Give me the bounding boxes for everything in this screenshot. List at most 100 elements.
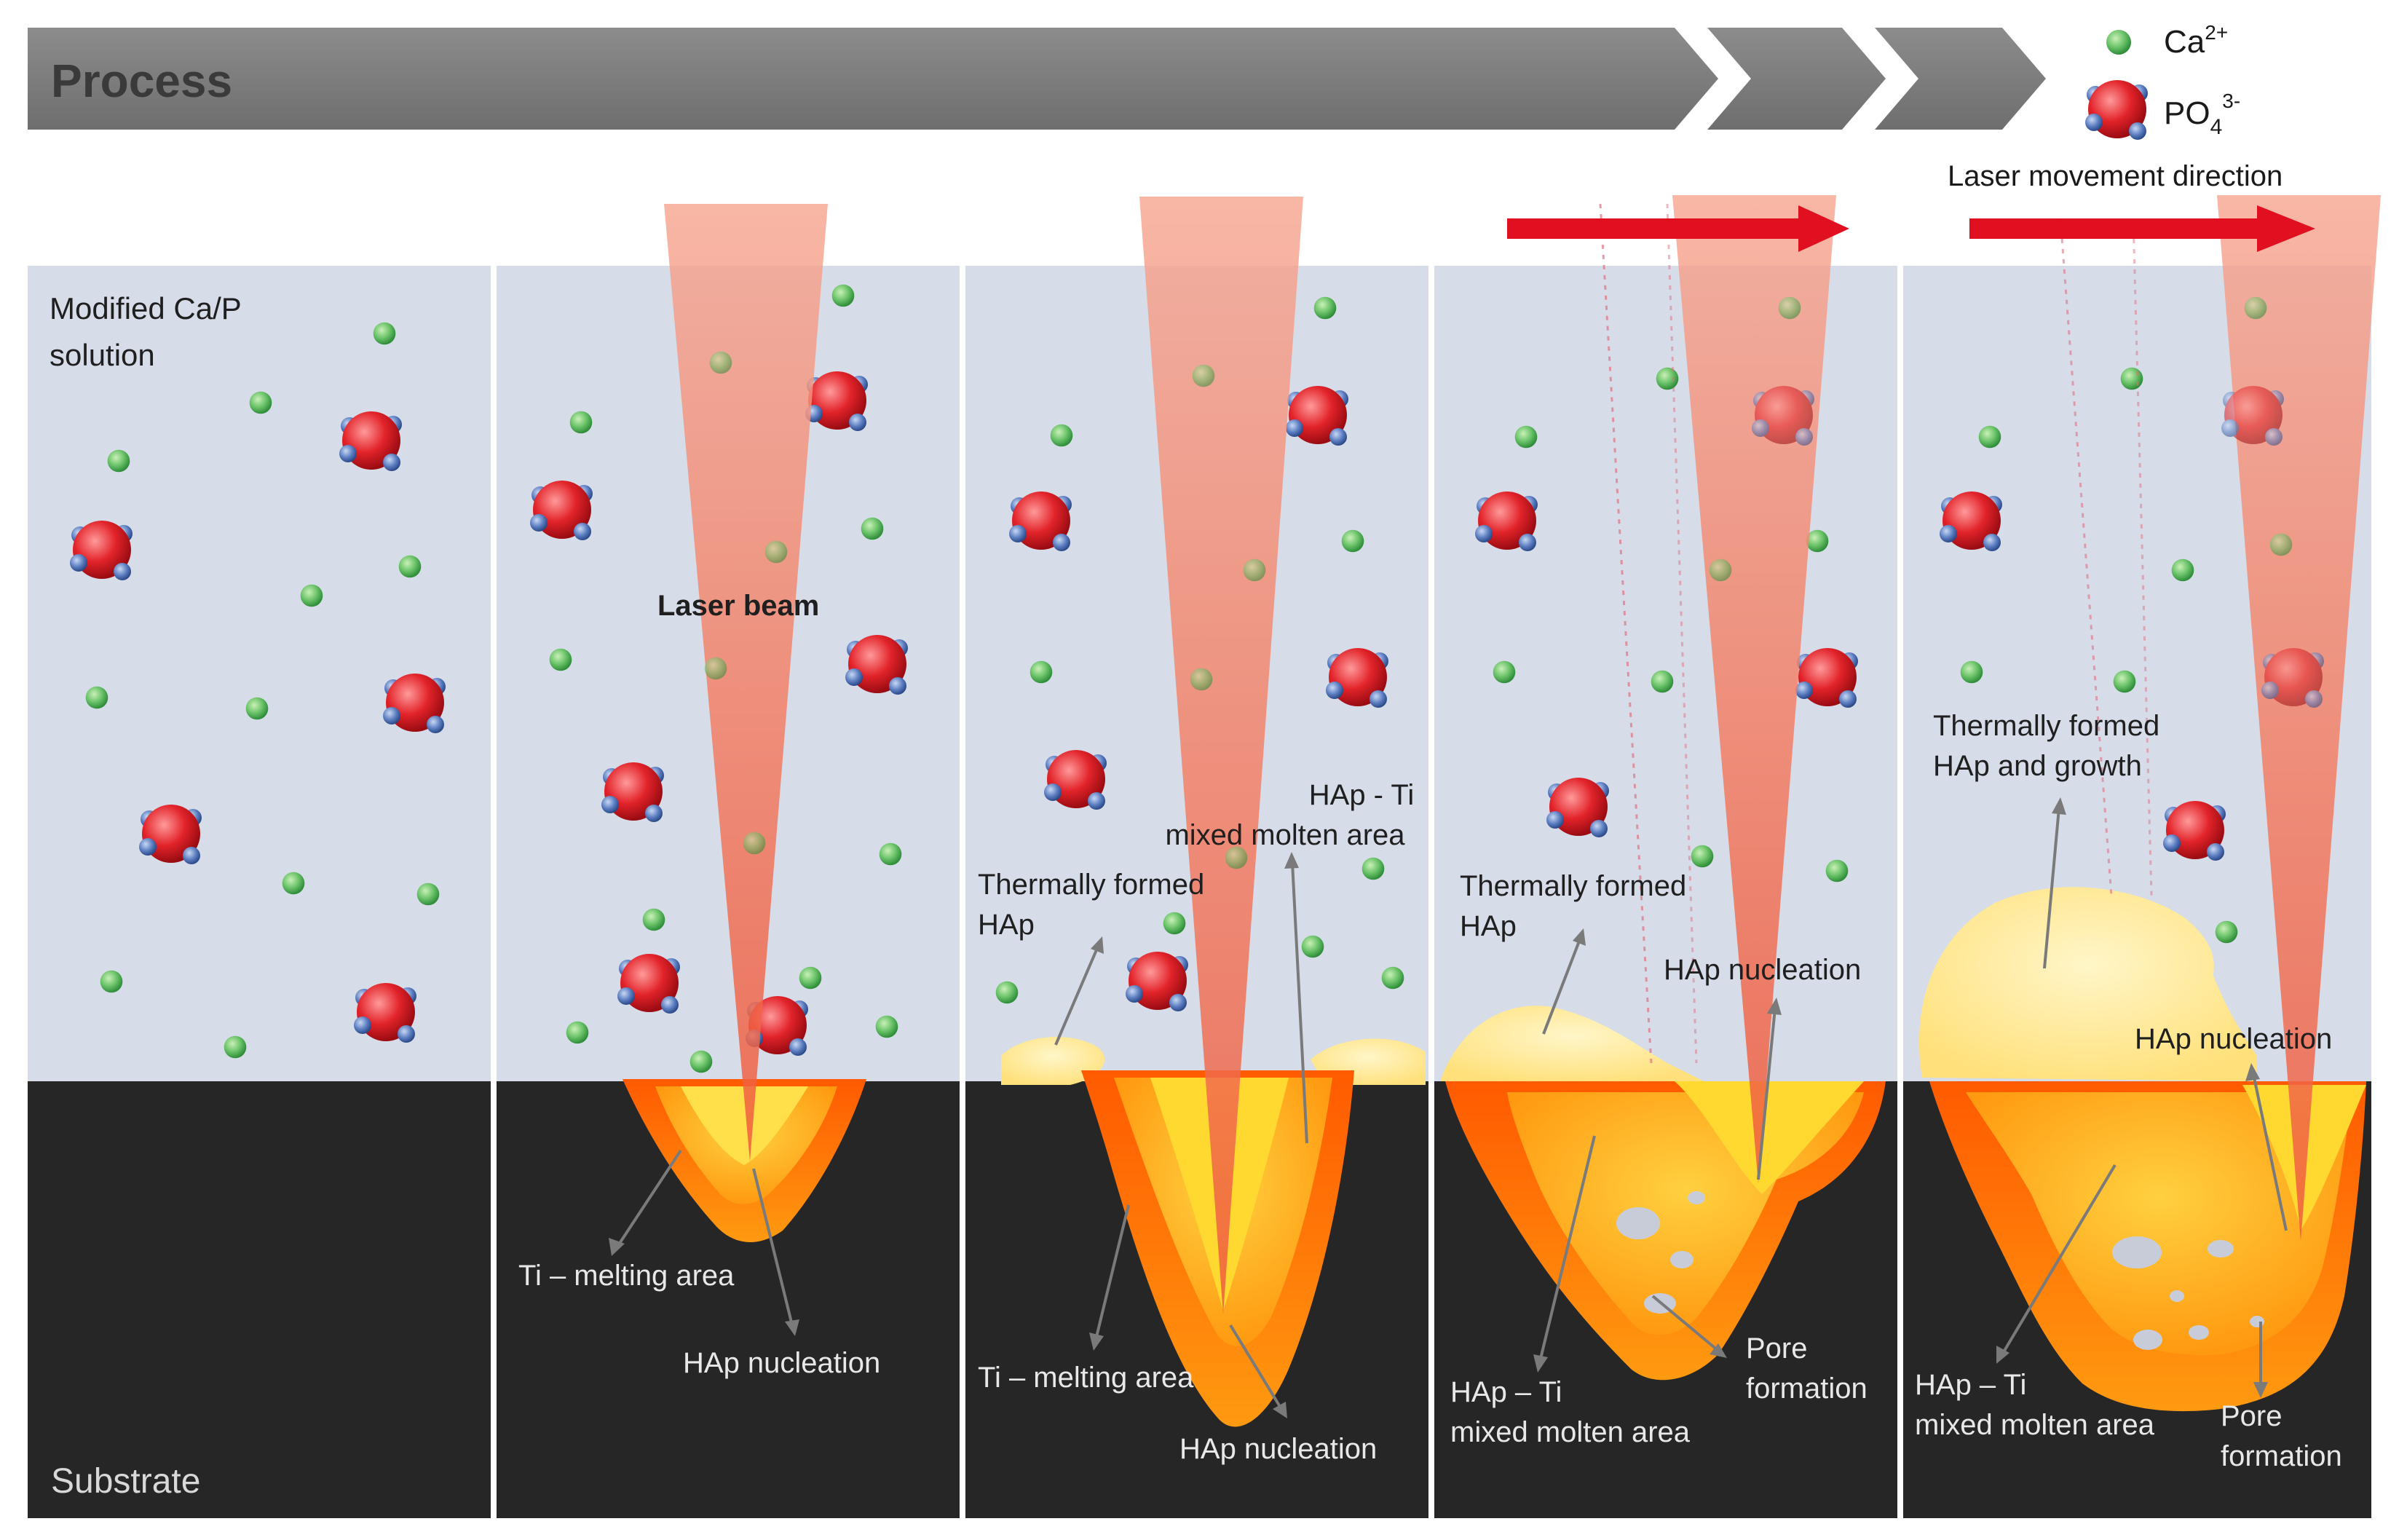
- ca-ion: [1493, 660, 1516, 684]
- legend: Ca2+ PO43- Laser movement direction: [1948, 21, 2283, 192]
- po-ion: [2163, 801, 2226, 861]
- trail-4b: [1666, 203, 1698, 1064]
- laser-beam-3: [1139, 197, 1303, 1314]
- po-ion: [1009, 491, 1072, 551]
- po-ion: [383, 674, 446, 733]
- process-label: Process: [51, 55, 232, 107]
- ca-ion: [1313, 296, 1337, 320]
- process-arrow-main: [28, 28, 1718, 130]
- po-ion: [1044, 750, 1107, 810]
- po-ion: [530, 481, 593, 540]
- ca-ion: [85, 686, 108, 709]
- trail-5: [2059, 218, 2113, 896]
- ca-ion: [1960, 660, 1983, 684]
- po-ion: [805, 371, 868, 431]
- ca-ion: [879, 842, 902, 866]
- ca-ion: [224, 1035, 247, 1059]
- ca-ion: [689, 1050, 713, 1073]
- ca-ion: [416, 882, 440, 906]
- po-ion: [70, 521, 133, 580]
- ca-ion: [2215, 920, 2238, 944]
- p2-hap-nucleation-label: HAp nucleation: [683, 1347, 880, 1379]
- laser-beam-4: [1672, 195, 1836, 1183]
- po-ion: [601, 762, 664, 822]
- process-bar: Process: [28, 28, 2046, 130]
- po-ion: [1126, 952, 1188, 1011]
- p3-hap-nucleation-label: HAp nucleation: [1179, 1433, 1377, 1465]
- direction-arrows: [1507, 205, 2315, 252]
- ca-ion: [245, 697, 269, 720]
- ca-ion: [642, 908, 665, 931]
- po-ion: [354, 983, 416, 1043]
- molten-pool-2: [623, 1079, 866, 1243]
- ca-ion: [373, 322, 396, 345]
- trail-4: [1599, 203, 1653, 1064]
- trail-5b: [2132, 218, 2153, 896]
- laser-beam-label: Laser beam: [657, 590, 819, 622]
- laser-direction-label: Laser movement direction: [1948, 160, 2283, 192]
- ca-ion: [566, 1021, 589, 1044]
- ca-ion: [2113, 670, 2136, 693]
- ca-ion: [107, 449, 130, 473]
- process-chevron-1: [1707, 28, 1886, 130]
- ca-ion: [1514, 425, 1538, 449]
- po-ion: [139, 805, 202, 864]
- panel-separators: [491, 262, 1903, 1522]
- molten-pool-4: [1442, 1006, 1886, 1381]
- ca-ion: [1341, 529, 1364, 553]
- po-legend-icon: [2085, 80, 2148, 140]
- p2-ti-melting-label: Ti – melting area: [518, 1260, 735, 1292]
- ca-ion: [1978, 425, 2001, 449]
- po-legend-label: PO43-: [2164, 90, 2240, 139]
- process-chevron-2: [1875, 28, 2046, 130]
- ca-ion: [100, 970, 123, 993]
- annotation-arrows: [609, 797, 2288, 1418]
- po-ion: [1546, 778, 1609, 837]
- p5-hap-nucleation-label: HAp nucleation: [2135, 1023, 2332, 1055]
- p4-hap-nucleation-label: HAp nucleation: [1664, 954, 1861, 986]
- substrate-label: Substrate: [51, 1462, 200, 1501]
- ca-ion: [1361, 857, 1385, 880]
- laser-beams: [664, 195, 2381, 1314]
- ca-ion: [1651, 670, 1674, 693]
- ca-ion: [249, 391, 272, 414]
- molten-pool-5: [1918, 887, 2366, 1412]
- substrate-1: [28, 1081, 491, 1518]
- ca-ion: [875, 1015, 898, 1038]
- ca-ion: [1050, 424, 1073, 447]
- po-ion: [1326, 648, 1388, 708]
- solution-bg-1: [28, 266, 491, 1081]
- ca-ion: [282, 872, 305, 895]
- p3-ti-melting-label: Ti – melting area: [978, 1362, 1194, 1394]
- ca-ion: [1163, 912, 1186, 935]
- ca-ion: [398, 555, 422, 578]
- ca-ion: [799, 966, 822, 990]
- po-ion: [617, 954, 680, 1014]
- ca-ion: [1691, 845, 1714, 868]
- ca-ion: [549, 648, 572, 671]
- ca-ion: [300, 584, 323, 607]
- ca-ion: [1825, 859, 1849, 882]
- po-ion: [1940, 491, 2002, 551]
- po-ion: [1286, 386, 1348, 446]
- ca-ion: [1656, 367, 1679, 390]
- red-arrow-icon: [1969, 205, 2315, 252]
- ca-ion: [831, 284, 855, 307]
- ca-ion: [2171, 558, 2194, 582]
- po-ion: [1475, 491, 1538, 551]
- po-ion: [845, 635, 908, 695]
- ca-legend-label: Ca2+: [2164, 21, 2228, 60]
- ca-ion: [2120, 367, 2143, 390]
- ca-ion: [861, 517, 884, 540]
